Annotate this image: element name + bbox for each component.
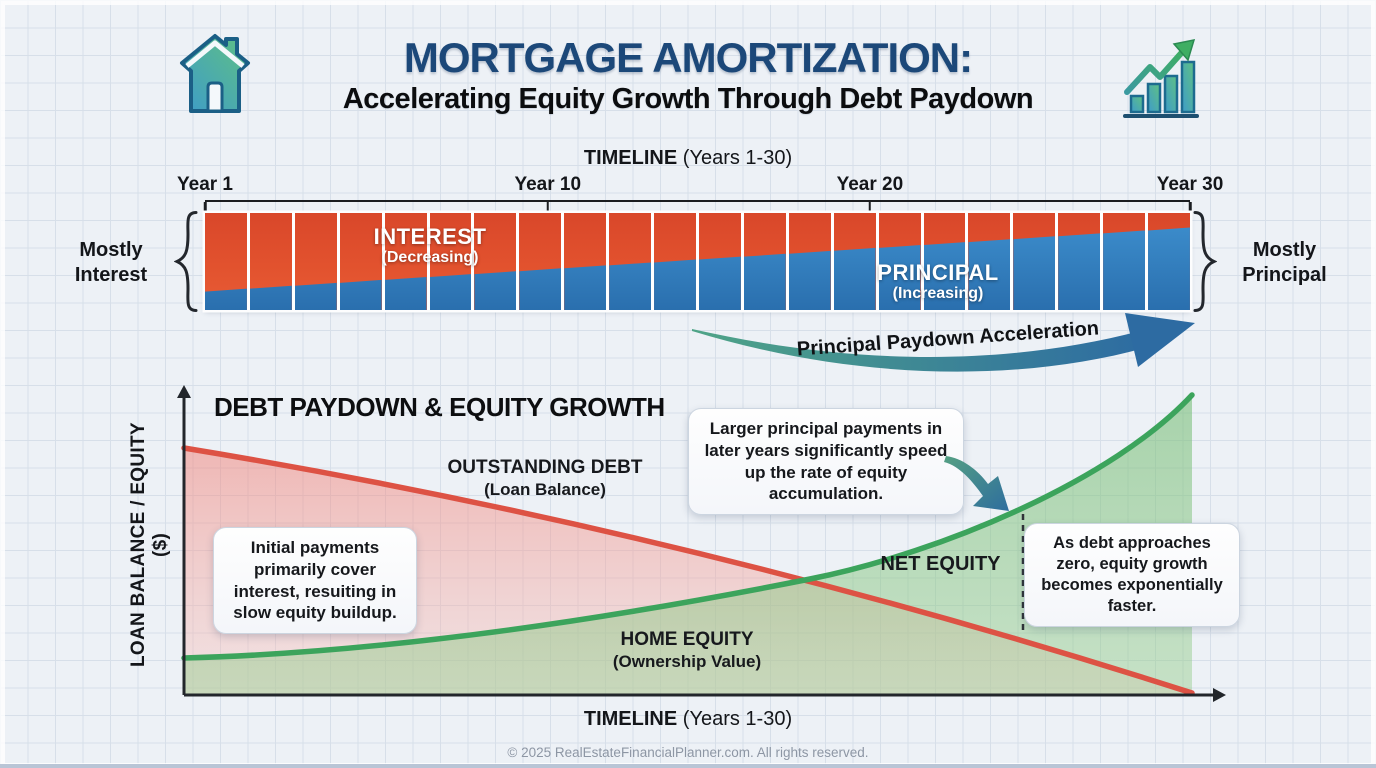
payment-bar-segment xyxy=(923,213,966,310)
payment-bar-segment xyxy=(339,213,382,310)
principal-portion xyxy=(205,288,247,310)
principal-portion xyxy=(743,253,786,310)
payment-bar-segment xyxy=(833,213,876,310)
x-axis-label: TIMELINE (Years 1-30) xyxy=(0,708,1376,731)
equity-chart-plot xyxy=(170,384,1230,706)
timeline-axis-title: TIMELINE (Years 1-30) xyxy=(0,147,1376,170)
principal-portion xyxy=(788,250,831,310)
principal-portion xyxy=(654,259,696,310)
left-brace-icon xyxy=(173,210,198,318)
mostly-interest-label: Mostly Interest xyxy=(74,239,148,286)
x-axis-label-main: TIMELINE xyxy=(583,708,678,730)
copyright-footer: © 2025 RealEstateFinancialPlanner.com. A… xyxy=(507,745,869,760)
principal-portion xyxy=(1148,227,1190,310)
principal-portion xyxy=(294,282,337,310)
x-axis-label-sub: (Years 1-30) xyxy=(682,708,793,730)
principal-portion xyxy=(249,285,292,310)
equity-chart-title: DEBT PAYDOWN & EQUITY GROWTH xyxy=(214,392,665,422)
timeline-tick-label: Year 1 xyxy=(177,174,233,195)
mostly-principal-label: Mostly Principal xyxy=(1242,239,1327,286)
paydown-acceleration-arrow-icon xyxy=(670,305,1210,385)
principal-portion xyxy=(1058,233,1101,310)
payment-bar-segment xyxy=(609,213,652,310)
principal-portion xyxy=(1013,236,1056,310)
payment-bar-segment xyxy=(1013,213,1056,310)
callout-debt-zero: As debt approaches zero, equity growth b… xyxy=(1024,523,1240,628)
payment-bar-segment xyxy=(1148,213,1190,310)
callout-early-years: Initial payments primarily cover interes… xyxy=(213,527,417,634)
payment-bar-segment xyxy=(698,213,741,310)
callout-pointer-arrow-icon xyxy=(940,444,1025,518)
payment-bar-segment xyxy=(564,213,607,310)
principal-portion xyxy=(1103,230,1146,310)
right-brace-icon xyxy=(1193,210,1218,318)
callout-later-years: Larger principal payments in later years… xyxy=(688,408,964,515)
payment-bar-segment xyxy=(654,213,696,310)
timeline-tick xyxy=(203,202,207,211)
principal-portion xyxy=(878,245,921,310)
principal-portion xyxy=(339,279,382,310)
timeline-axis-title-main: TIMELINE xyxy=(583,147,678,169)
principal-portion xyxy=(519,268,562,310)
principal-portion xyxy=(564,265,607,310)
payment-bar-segment xyxy=(384,213,427,310)
timeline-tick-label: Year 30 xyxy=(1156,174,1224,195)
principal-area-label: PRINCIPAL (Increasing) xyxy=(877,260,999,303)
interest-area-label: INTEREST (Decreasing) xyxy=(373,224,487,267)
principal-portion xyxy=(968,239,1011,310)
timeline-tick-label: Year 20 xyxy=(836,174,904,195)
house-icon xyxy=(178,31,252,115)
payment-bar-segment xyxy=(1058,213,1101,310)
timeline-tick-label: Year 10 xyxy=(514,174,582,195)
payment-bar-segment xyxy=(519,213,562,310)
principal-portion xyxy=(384,277,427,310)
payment-bar-segment xyxy=(743,213,786,310)
payment-bar-segment xyxy=(788,213,831,310)
payment-bar-segment xyxy=(474,213,517,310)
principal-portion xyxy=(609,262,652,310)
timeline-tick xyxy=(1188,202,1192,211)
payment-bar-segment xyxy=(205,213,247,310)
payment-bar-segment xyxy=(878,213,921,310)
growth-chart-icon xyxy=(1122,36,1200,120)
payment-bar-segment xyxy=(429,213,472,310)
payment-stacked-bar xyxy=(205,213,1190,310)
principal-portion xyxy=(698,256,741,310)
payment-bar-segment xyxy=(294,213,337,310)
payment-bar-segment xyxy=(968,213,1011,310)
principal-portion xyxy=(923,242,966,310)
timeline-tick xyxy=(546,202,550,211)
page-subtitle: Accelerating Equity Growth Through Debt … xyxy=(342,83,1034,115)
payment-bar-segment xyxy=(249,213,292,310)
page-title: MORTGAGE AMORTIZATION: xyxy=(403,34,973,81)
timeline-axis: Year 1 Year 10 Year 20 Year 30 xyxy=(177,174,1223,213)
y-axis-label: LOAN BALANCE / EQUITY ($) xyxy=(128,422,171,668)
home-equity-label: HOME EQUITY (Ownership Value) xyxy=(612,629,762,671)
net-equity-label: NET EQUITY xyxy=(880,553,1001,575)
timeline-tick xyxy=(868,202,872,211)
principal-portion xyxy=(833,247,876,310)
payment-bar-segment xyxy=(1103,213,1146,310)
outstanding-debt-label: OUTSTANDING DEBT (Loan Balance) xyxy=(447,457,643,499)
principal-portion xyxy=(429,274,472,310)
principal-portion xyxy=(474,271,517,310)
timeline-axis-title-sub: (Years 1-30) xyxy=(682,147,793,169)
